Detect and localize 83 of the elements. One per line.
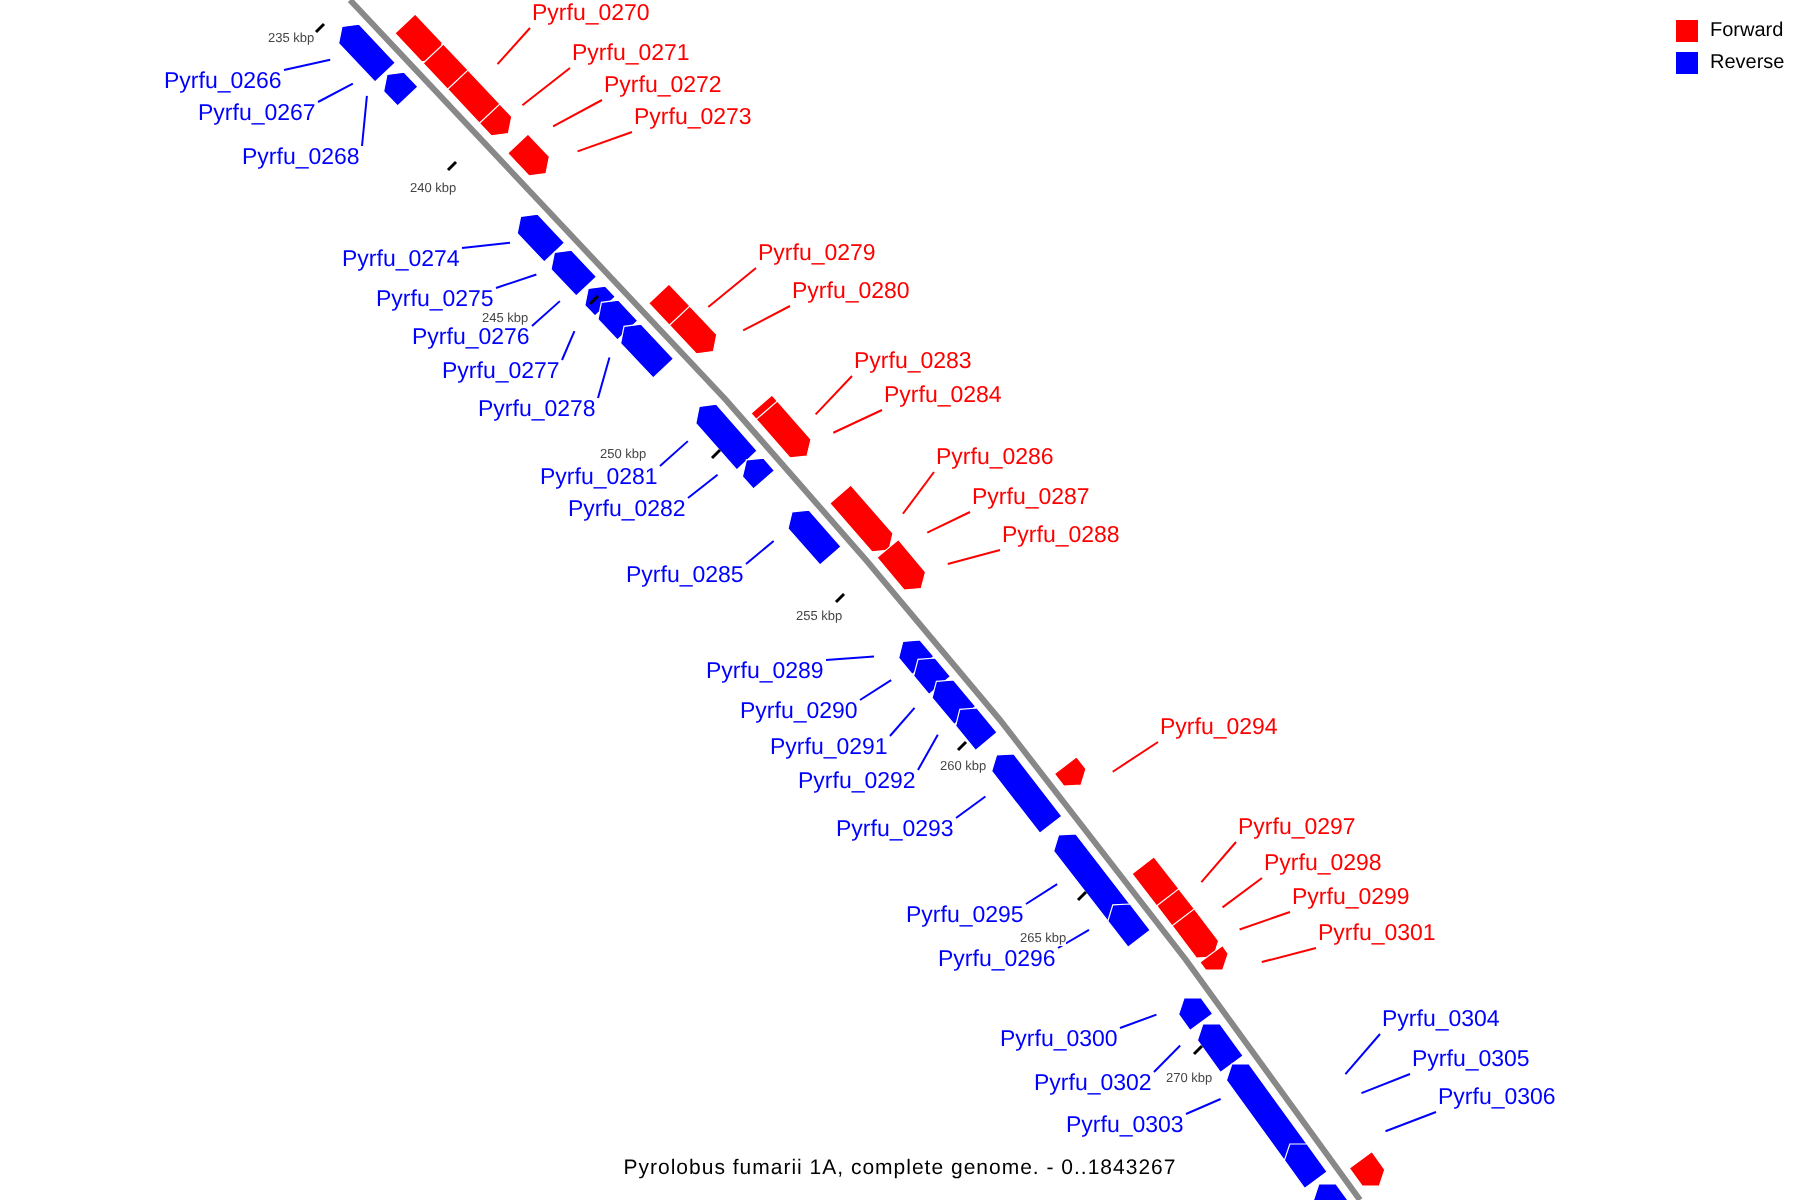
leader-line [361, 94, 368, 147]
leader-line [859, 679, 893, 701]
leader-line [283, 58, 332, 71]
leader-line [1238, 911, 1291, 931]
gene-label: Pyrfu_0272 [604, 74, 722, 100]
gene-label: Pyrfu_0289 [706, 660, 824, 686]
gene-label: Pyrfu_0267 [198, 102, 316, 128]
gene-label: Pyrfu_0278 [478, 398, 596, 424]
gene-label: Pyrfu_0270 [532, 2, 650, 28]
gene-label: Pyrfu_0284 [884, 384, 1002, 410]
gene-label: Pyrfu_0282 [568, 498, 686, 524]
leader-line [1057, 928, 1090, 949]
leader-line [1260, 947, 1317, 964]
gene-label: Pyrfu_0296 [938, 948, 1056, 974]
leader-line [814, 375, 853, 416]
leader-line [742, 305, 791, 332]
gene-label: Pyrfu_0305 [1412, 1048, 1530, 1074]
gene-label: Pyrfu_0291 [770, 736, 888, 762]
gene-label: Pyrfu_0295 [906, 904, 1024, 930]
gene-label: Pyrfu_0297 [1238, 816, 1356, 842]
leader-line [1200, 841, 1237, 884]
gene-label: Pyrfu_0266 [164, 70, 282, 96]
gene-label: Pyrfu_0285 [626, 564, 744, 590]
leader-line [1360, 1073, 1411, 1095]
gene-label: Pyrfu_0283 [854, 350, 972, 376]
gene-label: Pyrfu_0303 [1066, 1114, 1184, 1140]
leader-line [1221, 877, 1263, 909]
leader-line [576, 131, 633, 153]
leader-line [659, 440, 689, 467]
leader-line [531, 300, 561, 327]
leader-line [521, 67, 571, 107]
leader-line [461, 241, 512, 249]
gene-label: Pyrfu_0292 [798, 770, 916, 796]
leader-line [1185, 1098, 1222, 1115]
gene-label: Pyrfu_0281 [540, 466, 658, 492]
gene-label: Pyrfu_0294 [1160, 716, 1278, 742]
gene-label: Pyrfu_0302 [1034, 1072, 1152, 1098]
gene-label: Pyrfu_0300 [1000, 1028, 1118, 1054]
leader-line [955, 795, 987, 819]
leader-line [597, 356, 611, 399]
gene-label: Pyrfu_0298 [1264, 852, 1382, 878]
gene-label: Pyrfu_0280 [792, 280, 910, 306]
leader-line [495, 273, 538, 289]
gene-label: Pyrfu_0304 [1382, 1008, 1500, 1034]
gene-label: Pyrfu_0268 [242, 146, 360, 172]
leader-line [825, 655, 875, 661]
gene-label: Pyrfu_0277 [442, 360, 560, 386]
leader-line [1384, 1111, 1437, 1133]
gene-label: Pyrfu_0290 [740, 700, 858, 726]
leader-line [1119, 1013, 1158, 1029]
leader-line [901, 471, 935, 515]
gene-label: Pyrfu_0299 [1292, 886, 1410, 912]
legend-label: Forward [1710, 20, 1784, 42]
leader-line [552, 99, 603, 128]
leader-line [1344, 1033, 1381, 1076]
gene-label: Pyrfu_0274 [342, 248, 460, 274]
leader-line [832, 409, 883, 434]
gene-label: Pyrfu_0275 [376, 288, 494, 314]
gene-label: Pyrfu_0276 [412, 326, 530, 352]
gene-label: Pyrfu_0301 [1318, 922, 1436, 948]
leader-line [317, 82, 354, 103]
gene-label: Pyrfu_0293 [836, 818, 954, 844]
leader-line [561, 330, 576, 361]
leader-line [707, 267, 757, 309]
leader-line [926, 511, 971, 534]
leader-line [889, 706, 916, 737]
leader-line [1153, 1044, 1182, 1073]
leader-line [745, 539, 775, 565]
leader-line [687, 473, 719, 499]
leader-line [496, 27, 531, 66]
gene-label: Pyrfu_0288 [1002, 524, 1120, 550]
gene-label: Pyrfu_0287 [972, 486, 1090, 512]
leader-line [917, 733, 939, 771]
gene-label: Pyrfu_0273 [634, 106, 752, 132]
leader-line [1111, 741, 1159, 773]
gene-label: Pyrfu_0306 [1438, 1086, 1556, 1112]
gene-label: Pyrfu_0279 [758, 242, 876, 268]
caption: Pyrolobus fumarii 1A, complete genome. - 0..1843267 [621, 1156, 1179, 1180]
leader-line [946, 549, 1001, 565]
gene-label: Pyrfu_0271 [572, 42, 690, 68]
gene-label: Pyrfu_0286 [936, 446, 1054, 472]
legend-label: Reverse [1710, 52, 1785, 74]
leader-line [1025, 883, 1059, 905]
